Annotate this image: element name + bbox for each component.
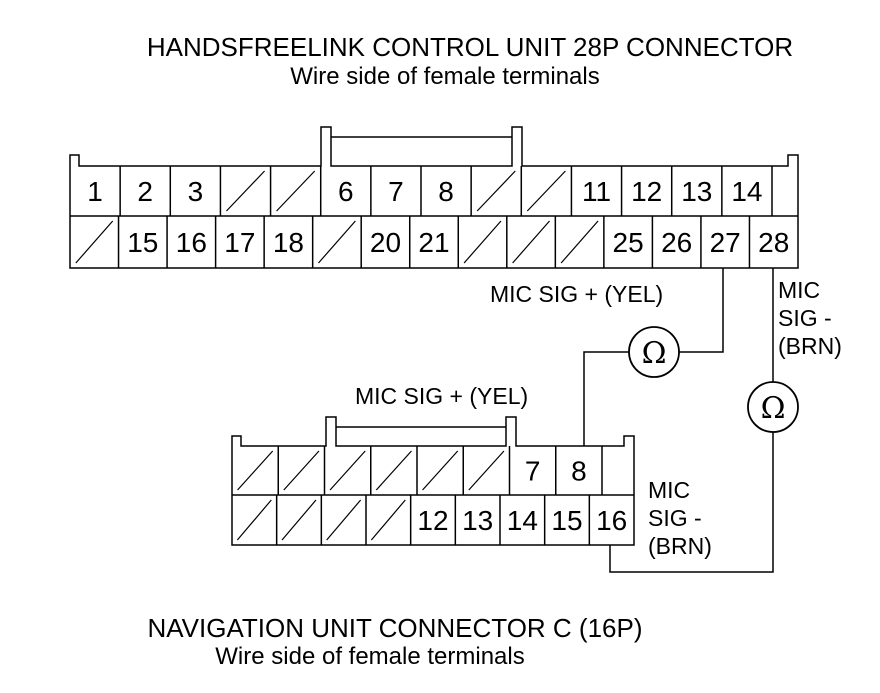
hfl-bottom-pin-25: 25: [613, 227, 644, 258]
ohm-icon: Ω: [642, 336, 667, 371]
hfl-top-pin-8: 8: [438, 176, 454, 207]
nav-bottom-pin-14: 14: [507, 505, 538, 536]
nav-connector-title: NAVIGATION UNIT CONNECTOR C (16P): [147, 613, 642, 643]
label-mic-sig-minus-hfl-line1: MIC: [778, 277, 820, 303]
label-mic-sig-minus-nav-line3: (BRN): [648, 533, 712, 559]
nav-top-pin-7: 7: [525, 456, 541, 487]
hfl-connector: [69, 126, 799, 269]
hfl-bottom-pin-21: 21: [418, 227, 449, 258]
wire-mic-plus-nav: [583, 351, 629, 446]
ohmmeter-mic-minus: Ω: [747, 381, 799, 433]
nav-connector: [231, 416, 635, 546]
nav-bottom-unused-cavity: [236, 499, 272, 541]
nav-bottom-unused-cavity: [370, 499, 406, 541]
nav-bottom-pin-15: 15: [551, 505, 582, 536]
nav-top-unused-cavity: [375, 450, 412, 491]
nav-connector-outline: [231, 416, 635, 546]
hfl-top-pin-11: 11: [582, 176, 611, 207]
label-mic-sig-minus-nav-line1: MIC: [648, 477, 690, 503]
label-mic-sig-minus-hfl-line3: (BRN): [778, 333, 842, 359]
nav-connector-subtitle: Wire side of female terminals: [215, 643, 524, 670]
nav-top-pin-8: 8: [571, 456, 587, 487]
hfl-bottom-unused-cavity: [512, 220, 550, 264]
hfl-bottom-pin-28: 28: [758, 227, 789, 258]
hfl-top-pin-6: 6: [338, 176, 354, 207]
ohmmeter-mic-minus-circle: [747, 381, 799, 433]
nav-top-unused-cavity: [283, 450, 320, 491]
nav-bottom-pin-13: 13: [462, 505, 493, 536]
hfl-top-pin-2: 2: [137, 176, 153, 207]
hfl-top-pin-1: 1: [87, 176, 103, 207]
nav-bottom-unused-cavity: [326, 499, 362, 541]
hfl-bottom-pin-26: 26: [661, 227, 692, 258]
hfl-top-unused-cavity: [476, 170, 516, 212]
wire-mic-minus-nav: [609, 432, 774, 573]
hfl-bottom-pin-20: 20: [370, 227, 401, 258]
hfl-top-unused-cavity: [276, 170, 316, 212]
nav-bottom-pin-12: 12: [417, 505, 448, 536]
nav-top-unused-cavity: [329, 450, 366, 491]
hfl-bottom-pin-27: 27: [710, 227, 741, 258]
hfl-bottom-unused-cavity: [463, 220, 502, 264]
nav-bottom-pin-16: 16: [596, 505, 627, 536]
label-mic-sig-plus-nav: MIC SIG + (YEL): [355, 383, 528, 409]
wires: [583, 268, 774, 573]
hfl-connector-title: HANDSFREELINK CONTROL UNIT 28P CONNECTOR: [147, 32, 793, 62]
wire-mic-plus-hfl: [679, 268, 724, 353]
ohm-icon: Ω: [761, 391, 786, 426]
hfl-top-pin-7: 7: [388, 176, 404, 207]
hfl-top-pin-13: 13: [681, 176, 712, 207]
hfl-connector-outline: [69, 126, 799, 269]
hfl-bottom-unused-cavity: [75, 220, 114, 264]
hfl-bottom-pin-15: 15: [127, 227, 158, 258]
hfl-top-unused-cavity: [226, 170, 265, 212]
nav-top-unused-cavity: [237, 450, 274, 491]
hfl-top-pin-3: 3: [188, 176, 204, 207]
nav-bottom-unused-cavity: [281, 499, 317, 541]
hfl-bottom-pin-17: 17: [224, 227, 255, 258]
hfl-connector-subtitle: Wire side of female terminals: [290, 63, 599, 90]
ohmmeter-mic-plus-circle: [628, 326, 680, 378]
hfl-bottom-pin-18: 18: [273, 227, 304, 258]
hfl-bottom-unused-cavity: [560, 220, 599, 264]
hfl-top-pin-12: 12: [631, 176, 662, 207]
hfl-top-pin-14: 14: [731, 176, 762, 207]
hfl-bottom-pin-16: 16: [176, 227, 207, 258]
label-mic-sig-minus-hfl-line2: SIG -: [778, 305, 832, 331]
nav-top-unused-cavity: [422, 450, 459, 491]
ohmmeter-mic-plus: Ω: [628, 326, 680, 378]
nav-top-unused-cavity: [468, 450, 505, 491]
label-mic-sig-plus-hfl: MIC SIG + (YEL): [490, 281, 663, 307]
hfl-bottom-unused-cavity: [318, 220, 356, 264]
label-mic-sig-minus-nav-line2: SIG -: [648, 505, 702, 531]
hfl-top-unused-cavity: [526, 170, 566, 212]
